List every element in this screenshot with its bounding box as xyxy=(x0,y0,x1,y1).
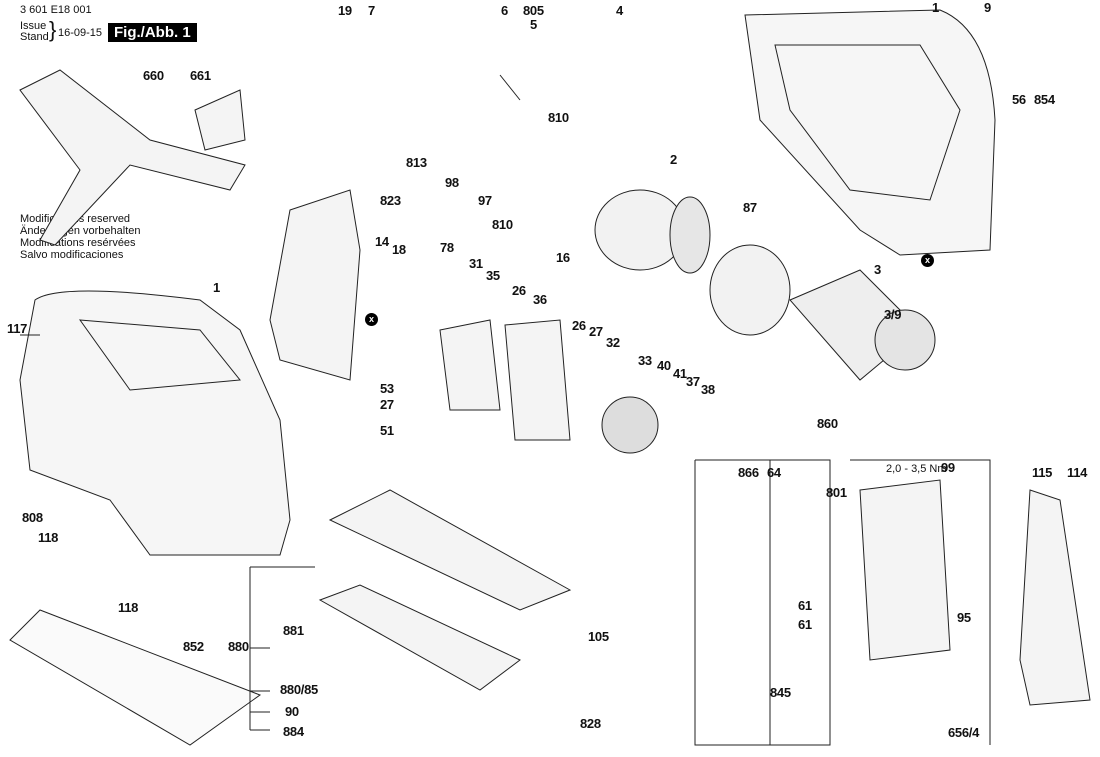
part-label: 61 xyxy=(798,598,812,613)
part-label: 7 xyxy=(368,3,375,18)
part-label: 884 xyxy=(283,724,304,739)
part-label: 823 xyxy=(380,193,401,208)
issue-date: 16-09-15 xyxy=(58,27,103,39)
part-label: 114 xyxy=(1067,465,1088,480)
reference-marker: x xyxy=(921,254,934,267)
part-label: 14 xyxy=(375,234,389,249)
part-label: 9 xyxy=(984,0,991,15)
part-label: 3/9 xyxy=(884,307,902,322)
torque-spec: 2,0 - 3,5 Nm xyxy=(886,463,947,475)
dust-tube-shape xyxy=(19,69,246,246)
part-label: 5 xyxy=(530,17,537,32)
part-label: 845 xyxy=(770,685,791,700)
part-label: 115 xyxy=(1032,465,1053,480)
part-label: 2 xyxy=(670,152,677,167)
part-label: 90 xyxy=(285,704,299,719)
reference-marker: x xyxy=(365,313,378,326)
part-label: 51 xyxy=(380,423,394,438)
doc-number: 3 601 E18 001 xyxy=(20,4,92,16)
part-label: 660 xyxy=(143,68,164,83)
part-label: 97 xyxy=(478,193,492,208)
part-label: 31 xyxy=(469,256,483,271)
part-label: 32 xyxy=(606,335,620,350)
part-label: 61 xyxy=(798,617,812,632)
housing-right-shape xyxy=(744,9,996,256)
part-label: 95 xyxy=(957,610,971,625)
part-label: 810 xyxy=(548,110,569,125)
part-label: 1 xyxy=(932,0,939,15)
part-label: 854 xyxy=(1034,92,1055,107)
part-label: 87 xyxy=(743,200,757,215)
part-label: 18 xyxy=(392,242,406,257)
part-label: 852 xyxy=(183,639,204,654)
part-label: 661 xyxy=(190,68,211,83)
part-label: 881 xyxy=(283,623,304,638)
part-label: 16 xyxy=(556,250,570,265)
part-label: 866 xyxy=(738,465,759,480)
part-label: 117 xyxy=(7,321,28,336)
part-label: 37 xyxy=(686,374,700,389)
part-label: 656/4 xyxy=(948,725,980,740)
part-label: 56 xyxy=(1012,92,1026,107)
part-label: 78 xyxy=(440,240,454,255)
part-label: 19 xyxy=(338,3,352,18)
part-label: 880 xyxy=(228,639,249,654)
part-label: 813 xyxy=(406,155,427,170)
part-label: 6 xyxy=(501,3,508,18)
part-label: 41 xyxy=(673,366,687,381)
brace: } xyxy=(49,17,57,42)
part-label: 53 xyxy=(380,381,394,396)
part-label: 828 xyxy=(580,716,601,731)
part-label: 99 xyxy=(941,460,955,475)
part-label: 33 xyxy=(638,353,652,368)
part-label: 118 xyxy=(38,530,59,545)
housing-left-shape xyxy=(19,290,291,556)
stand-label: Stand xyxy=(20,31,49,43)
issue-label: Issue xyxy=(20,20,47,32)
part-label: 860 xyxy=(817,416,838,431)
part-label: 26 xyxy=(512,283,526,298)
part-label: 27 xyxy=(380,397,394,412)
part-label: 105 xyxy=(588,629,609,644)
note-line: Salvo modificaciones xyxy=(20,249,124,261)
part-label: 801 xyxy=(826,485,847,500)
part-label: 26 xyxy=(572,318,586,333)
part-label: 810 xyxy=(492,217,513,232)
part-label: 880/85 xyxy=(280,682,318,697)
part-label: 805 xyxy=(523,3,544,18)
part-label: 64 xyxy=(767,465,781,480)
part-label: 98 xyxy=(445,175,459,190)
part-label: 38 xyxy=(701,382,715,397)
part-label: 118 xyxy=(118,600,139,615)
figure-label: Fig./Abb. 1 xyxy=(108,23,197,42)
part-label: 27 xyxy=(589,324,603,339)
part-label: 36 xyxy=(533,292,547,307)
footplate-shape xyxy=(328,489,572,611)
part-label: 1 xyxy=(213,280,220,295)
part-label: 808 xyxy=(22,510,43,525)
part-label: 3 xyxy=(874,262,881,277)
part-label: 40 xyxy=(657,358,671,373)
part-label: 35 xyxy=(486,268,500,283)
part-label: 4 xyxy=(616,3,623,18)
